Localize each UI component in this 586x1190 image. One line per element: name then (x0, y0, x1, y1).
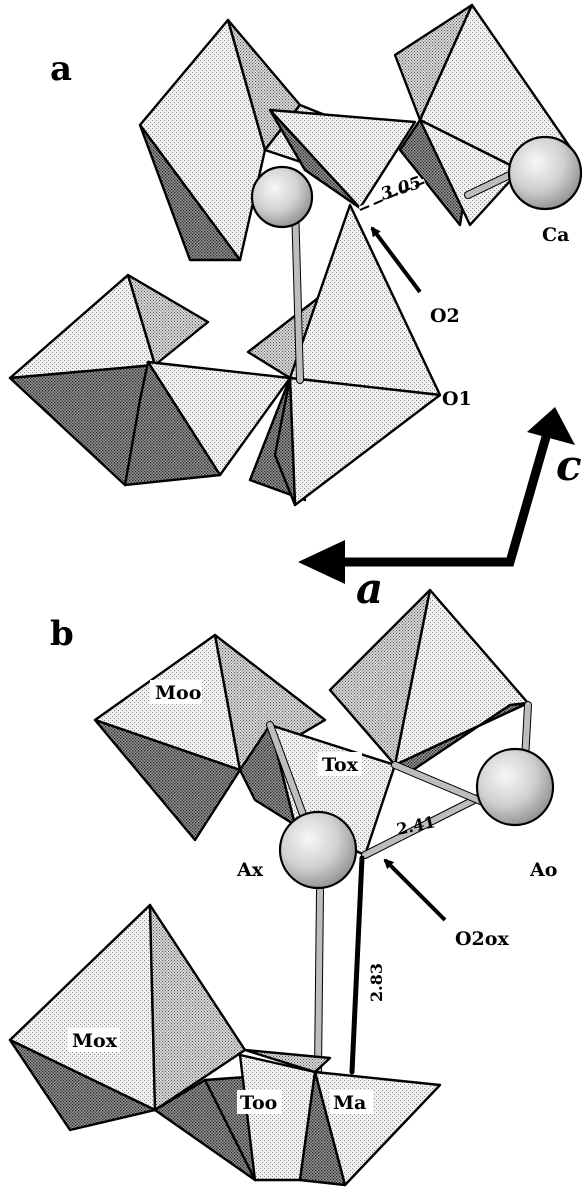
panel-a-ca-sphere-left (250, 165, 314, 229)
panel-b-o2ox-label: O2ox (455, 928, 509, 950)
panel-a-lower-right-octahedron (246, 203, 442, 507)
a-axis-arrowhead (298, 540, 345, 584)
panel-b-mox-label: Mox (72, 1030, 118, 1052)
panel-b: b (8, 588, 557, 1187)
panel-a-o1-label: O1 (442, 388, 472, 410)
panel-a-distance-label: 3.05 (378, 173, 424, 205)
panel-a-lower-central-octahedron (123, 360, 307, 502)
panel-b-ax-label: Ax (236, 859, 264, 881)
axis-indicator: a c (298, 407, 582, 613)
c-axis-arrowhead (527, 407, 575, 445)
panel-b-ao-distance-label: 2.41 (395, 812, 437, 839)
panel-a-upper-tetrahedron (268, 108, 417, 210)
panel-a-o2-label: O2 (430, 305, 460, 327)
panel-b-ao-sphere (475, 747, 555, 827)
panel-b-ma-bond (349, 855, 365, 1075)
panel-a-lower-left-octahedron (8, 273, 210, 487)
panel-a-distance-line (359, 181, 426, 211)
panel-b-too-label: Too (240, 1092, 277, 1114)
panel-b-ax-bond (315, 887, 323, 1075)
panel-b-moo-label: Moo (155, 682, 201, 704)
panel-b-letter: b (50, 614, 74, 654)
panel-b-ma-label: Ma (333, 1092, 366, 1114)
a-axis-label: a (356, 564, 383, 613)
panel-b-too-tetrahedron (153, 1053, 317, 1182)
panel-a-o2-arrow (370, 226, 422, 294)
panel-b-mox-octahedron (8, 903, 247, 1132)
panel-a-ca-sphere-right (507, 135, 583, 211)
c-axis-label: c (556, 441, 582, 490)
axis-lines (340, 428, 553, 567)
panel-a-ca-label: Ca (542, 224, 569, 246)
panel-b-ao-bond (362, 795, 481, 858)
panel-b-ao-label: Ao (529, 859, 557, 881)
panel-b-ax-sphere (278, 810, 358, 890)
panel-b-o2ox-arrow (383, 858, 447, 922)
panel-a-ca-bond (292, 202, 303, 383)
panel-b-ma-distance-label: 2.83 (367, 963, 386, 1002)
panel-a: a (8, 3, 583, 507)
panel-b-tox-label: Tox (322, 754, 359, 776)
panel-a-letter: a (50, 49, 72, 89)
panel-a-upper-right-octahedron (393, 3, 574, 227)
panel-b-upper-tetrahedron (328, 588, 530, 774)
